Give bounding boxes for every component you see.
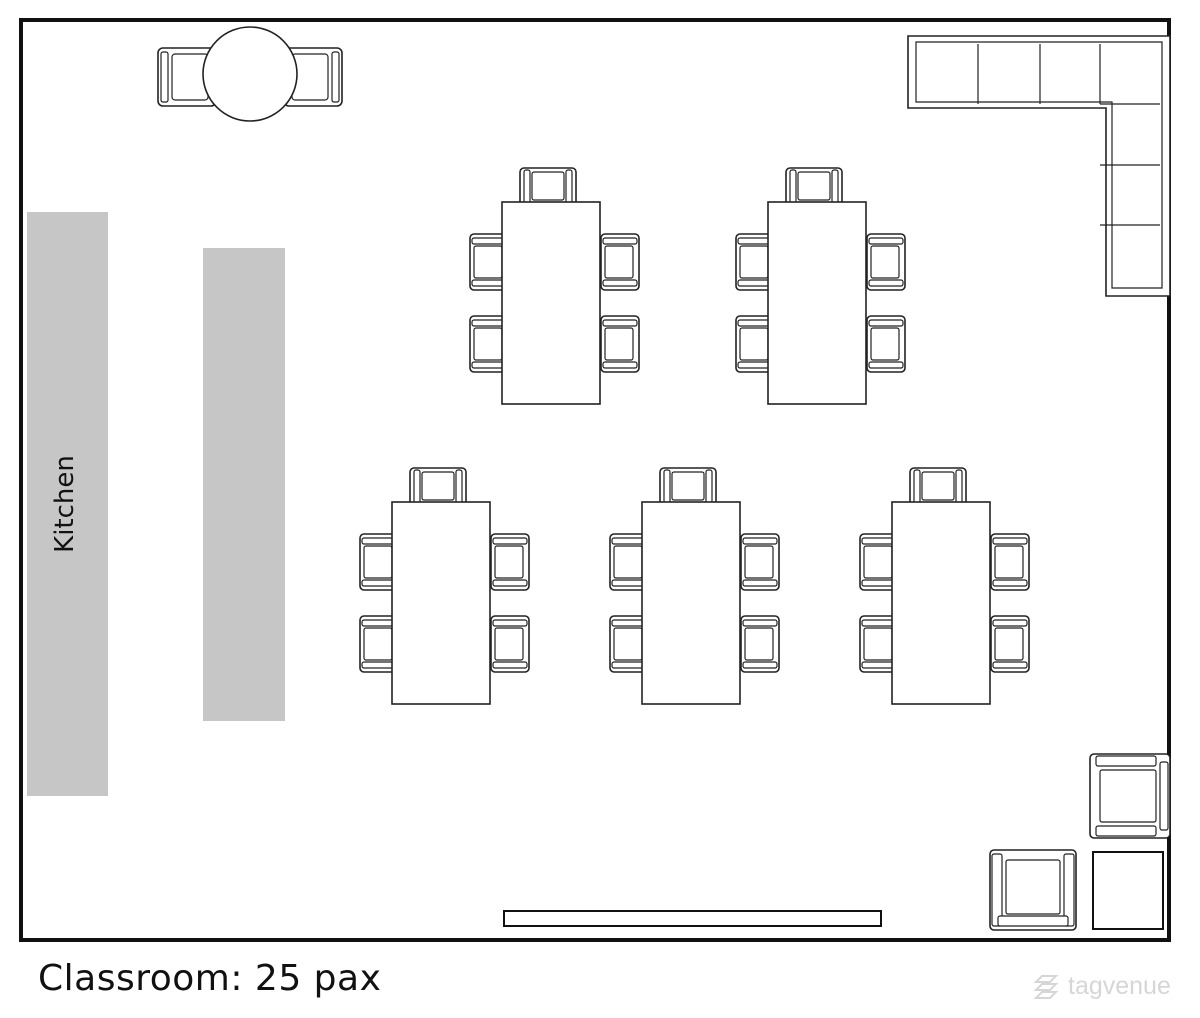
round-table-set bbox=[157, 26, 343, 122]
tagvenue-logo-icon bbox=[1033, 975, 1059, 999]
watermark-brand: tagvenue bbox=[1068, 971, 1171, 1000]
armchair-upper bbox=[1089, 753, 1171, 839]
kitchen-counter bbox=[27, 212, 108, 796]
room-wall bbox=[19, 18, 1171, 942]
whiteboard bbox=[503, 910, 882, 927]
floor-plan-caption: Classroom: 25 pax bbox=[38, 958, 382, 999]
corner-sofa bbox=[907, 35, 1171, 297]
tagvenue-watermark: tagvenue bbox=[1030, 970, 1171, 1002]
kitchen-label: Kitchen bbox=[50, 455, 80, 553]
kitchen-island bbox=[203, 248, 285, 721]
side-table bbox=[1092, 851, 1164, 930]
armchair-lower bbox=[989, 849, 1077, 931]
